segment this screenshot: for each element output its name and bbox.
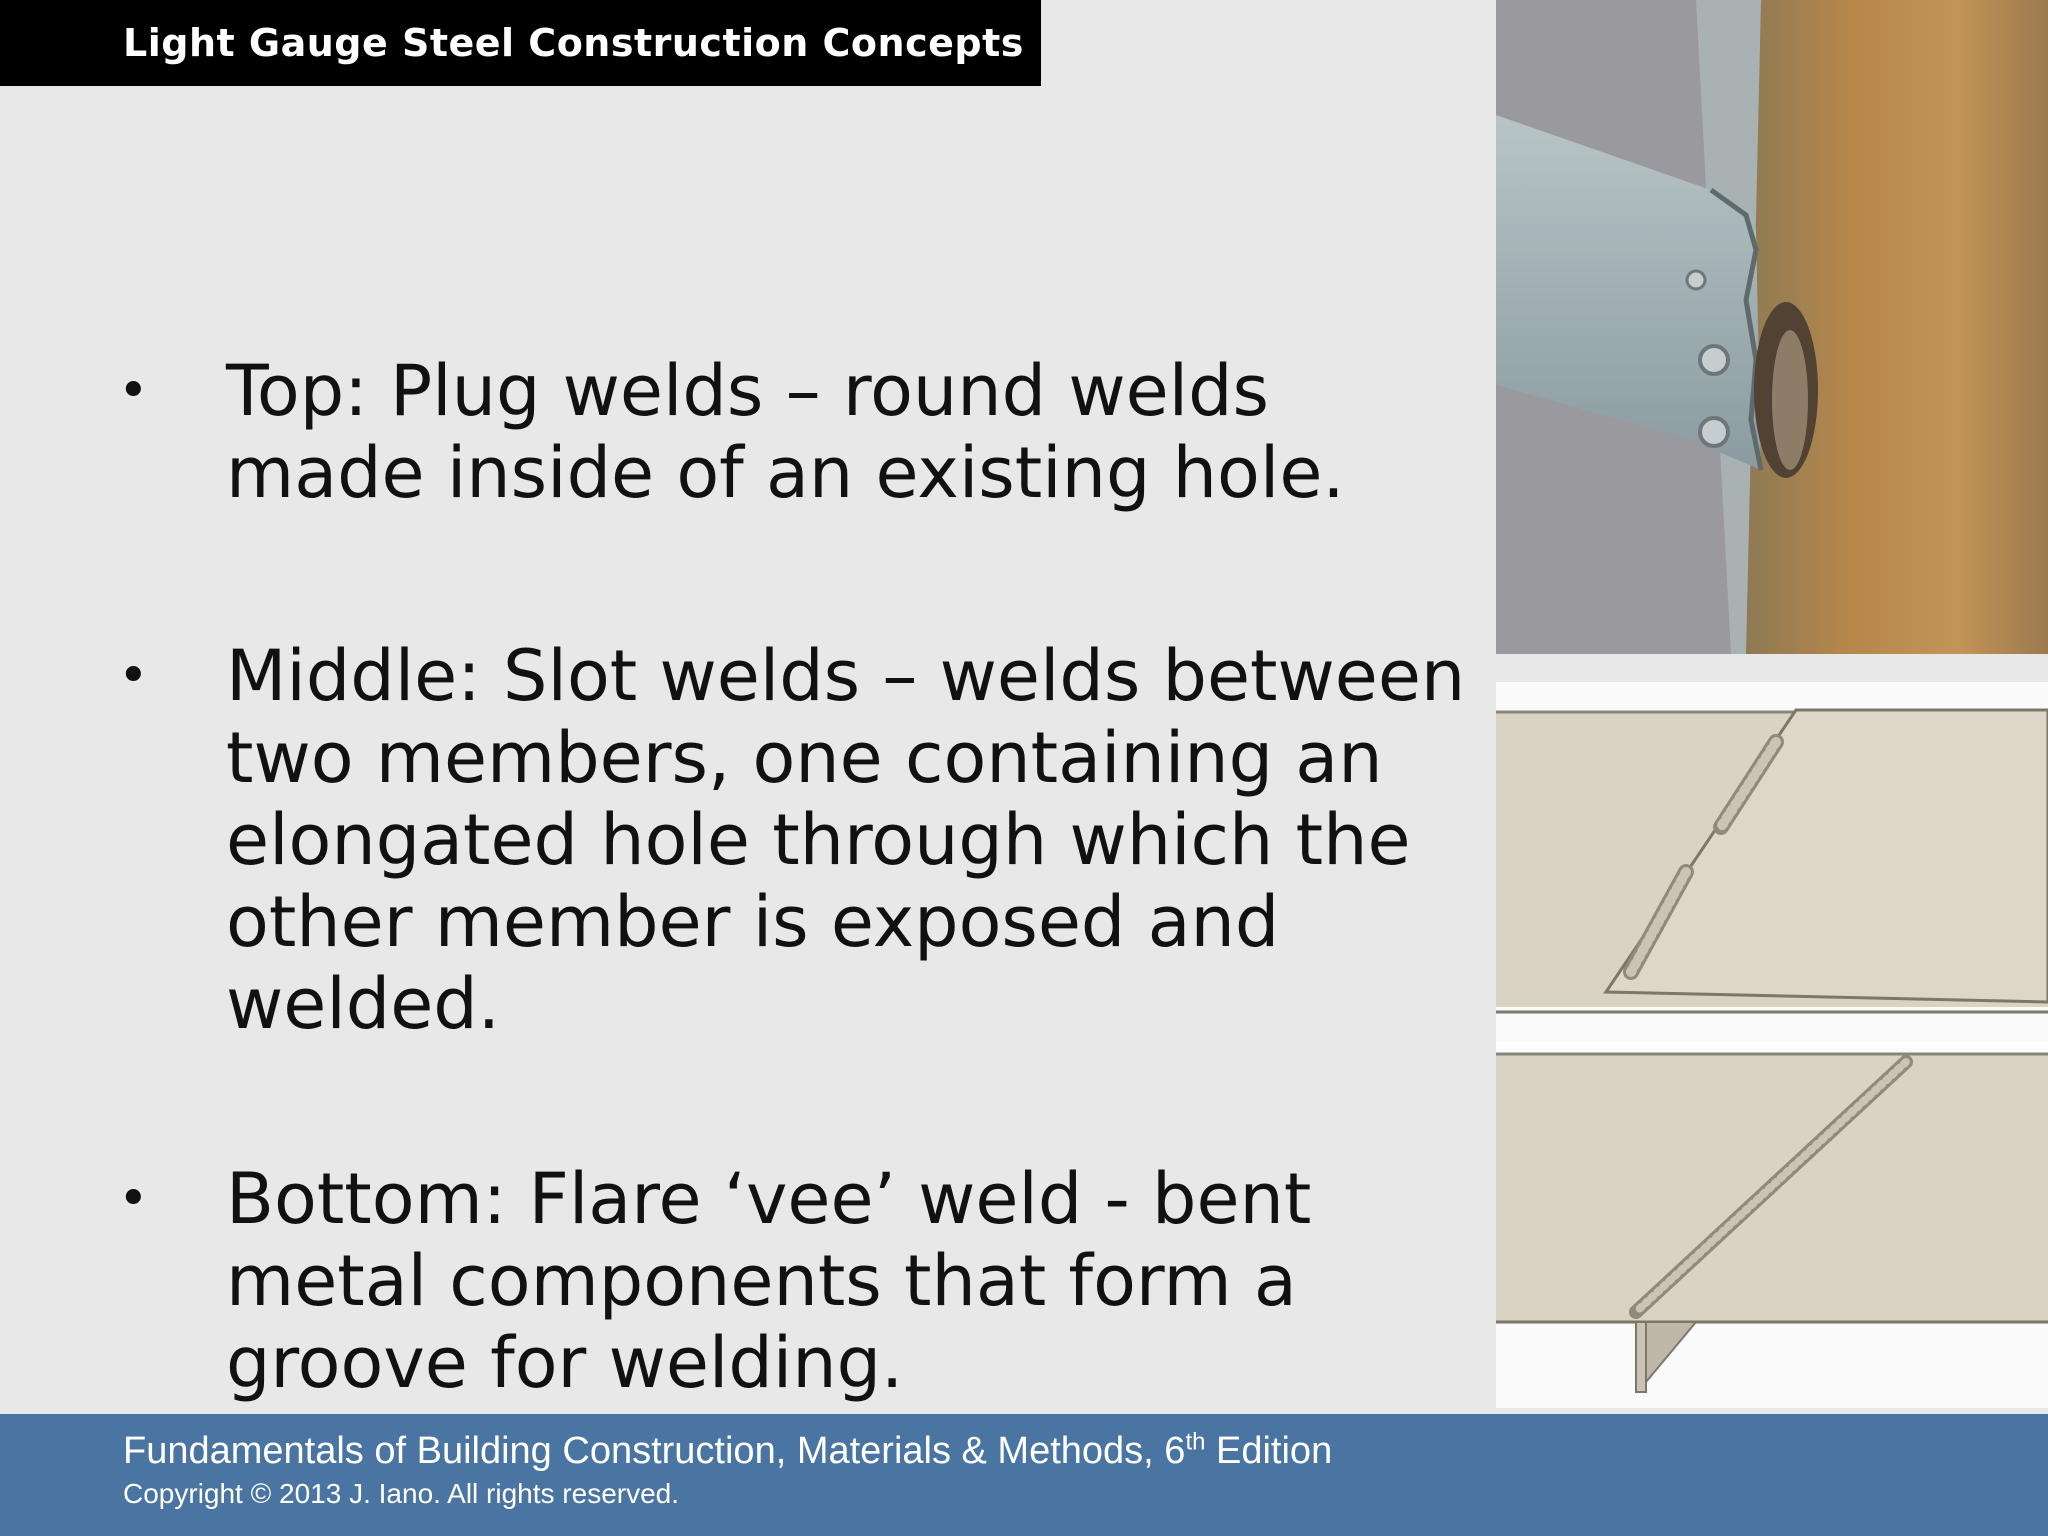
book-title-prefix: Fundamentals of Building Construction, M… — [123, 1430, 1186, 1472]
plug-weld-illustration — [1496, 0, 2048, 654]
bullet-item: • Top: Plug welds – round welds made ins… — [118, 350, 1476, 514]
slide-footer: Fundamentals of Building Construction, M… — [0, 1414, 2048, 1536]
copyright-notice: Copyright © 2013 J. Iano. All rights res… — [123, 1478, 680, 1509]
plug-weld-photo — [1496, 0, 2048, 654]
book-title: Fundamentals of Building Construction, M… — [123, 1430, 1332, 1473]
bullet-marker: • — [118, 361, 149, 421]
slide-title: Light Gauge Steel Construction Concepts — [0, 0, 1041, 86]
bullet-marker: • — [118, 1169, 149, 1229]
bullet-text: Top: Plug welds – round welds made insid… — [226, 350, 1345, 514]
book-title-suffix: Edition — [1205, 1430, 1333, 1472]
book-title-superscript: th — [1185, 1428, 1206, 1456]
bullet-item: • Middle: Slot welds – welds between two… — [118, 635, 1476, 1045]
weld-diagram-illustration — [1496, 682, 2048, 1408]
bullet-marker: • — [118, 646, 149, 706]
bullet-text: Bottom: Flare ‘vee’ weld - bent metal co… — [226, 1158, 1312, 1404]
bullet-item: • Bottom: Flare ‘vee’ weld - bent metal … — [118, 1158, 1476, 1404]
slot-and-flare-weld-diagram — [1496, 682, 2048, 1408]
bullet-text: Middle: Slot welds – welds between two m… — [226, 635, 1466, 1045]
